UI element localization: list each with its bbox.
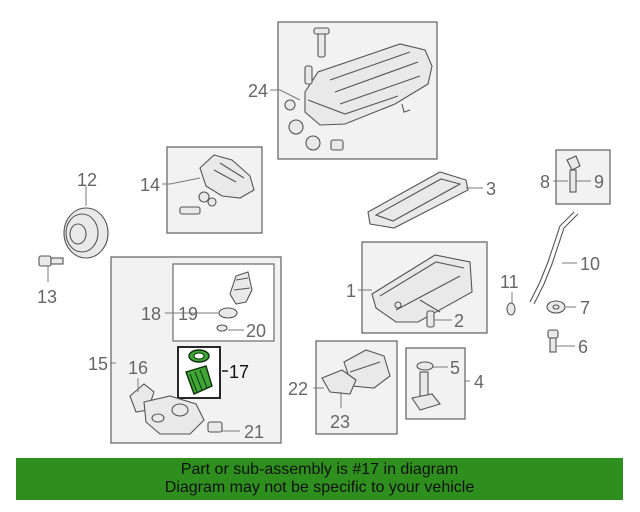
callout-14: 14 (140, 175, 160, 195)
part-12-pulley (63, 207, 109, 259)
callout-7: 7 (580, 298, 590, 318)
part-5-seal (416, 361, 434, 371)
parts-diagram: 24 14 12 13 3 8 9 1 2 11 10 7 6 15 16 18… (37, 21, 611, 444)
callout-22: 22 (288, 379, 308, 399)
callout-2: 2 (454, 311, 464, 331)
part-23-gasket (321, 369, 357, 395)
callout-17: 17 (229, 362, 249, 382)
group-box-4 (405, 347, 466, 420)
part-20-seal (216, 324, 228, 332)
callout-21: 21 (244, 422, 264, 442)
callout-3: 3 (486, 179, 496, 199)
part-7-washer (546, 300, 566, 314)
banner-line-1: Part or sub-assembly is #17 in diagram (180, 461, 459, 478)
part-1-oil-pan (371, 254, 473, 323)
part-15-filter-housing (143, 395, 205, 435)
callout-10: 10 (580, 254, 600, 274)
part-19-filter-cap (218, 271, 253, 319)
callout-15: 15 (88, 354, 108, 374)
part-4-pickup-tube (411, 371, 441, 411)
callout-19: 19 (178, 304, 198, 324)
callout-24: 24 (248, 81, 268, 101)
leader-lines (47, 89, 591, 432)
part-24-intake-manifold (284, 27, 433, 151)
callout-16: 16 (128, 358, 148, 378)
part-17-oil-filter (185, 349, 213, 395)
part-2-bolt (426, 310, 435, 328)
callout-1: 1 (346, 281, 356, 301)
part-13-bolt (38, 255, 64, 267)
callout-6: 6 (578, 337, 588, 357)
callout-18: 18 (141, 304, 161, 324)
part-6-drain-plug (547, 329, 559, 353)
callout-4: 4 (474, 372, 484, 392)
part-21-sensor (207, 421, 223, 433)
banner-line-2: Diagram may not be specific to your vehi… (164, 479, 475, 496)
callout-5: 5 (450, 358, 460, 378)
group-box-8-9 (555, 149, 611, 205)
part-10-dipstick-tube (529, 211, 579, 305)
part-14-bracket (179, 154, 255, 215)
callout-23: 23 (330, 412, 350, 432)
callout-12: 12 (77, 170, 97, 190)
callout-8: 8 (540, 172, 550, 192)
part-11-seal (506, 302, 516, 316)
callout-13: 13 (37, 287, 57, 307)
callout-20: 20 (246, 321, 266, 341)
part-3-gasket (367, 171, 469, 229)
callout-9: 9 (594, 172, 604, 192)
callout-11: 11 (500, 272, 519, 292)
info-banner: Part or sub-assembly is #17 in diagram D… (16, 458, 623, 500)
